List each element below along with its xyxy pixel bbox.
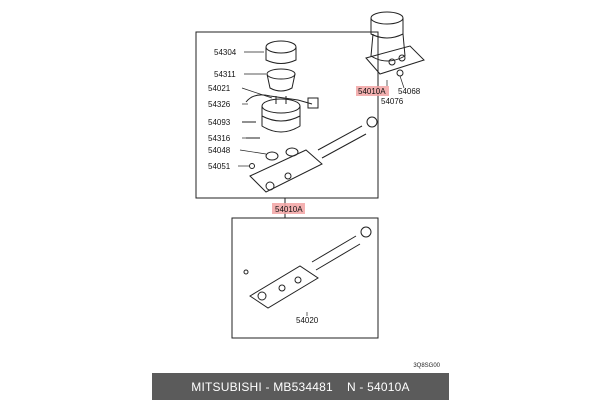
item-number: 54010A bbox=[367, 379, 410, 394]
reservoir-filter-drawing bbox=[266, 68, 296, 92]
assembly-frame bbox=[195, 31, 379, 199]
washer-54068-drawing bbox=[396, 69, 404, 77]
label-54068: 54068 bbox=[398, 87, 421, 96]
piston-kit-drawing bbox=[317, 116, 378, 159]
highlight-top bbox=[356, 86, 389, 96]
figure-code: 3Q8SG00 bbox=[413, 363, 440, 369]
separator: N - bbox=[332, 379, 368, 394]
piston-kit-bottom-drawing bbox=[311, 226, 372, 271]
hose-drawing bbox=[245, 94, 313, 105]
label-54311: 54311 bbox=[214, 70, 236, 79]
label-54010A-top: 54010A bbox=[358, 87, 386, 96]
label-54051: 54051 bbox=[208, 162, 231, 171]
separator: - bbox=[261, 379, 274, 394]
plug-54051-drawing bbox=[249, 163, 255, 169]
label-54021: 54021 bbox=[208, 84, 231, 93]
leader-lines bbox=[238, 51, 405, 316]
part-number: MB534481 bbox=[273, 379, 333, 394]
hose-fitting-drawing bbox=[307, 97, 319, 109]
label-54326: 54326 bbox=[208, 100, 231, 109]
parts-diagram: 54304 54311 54021 54326 54093 54316 5404… bbox=[195, 11, 425, 339]
subassembly-frame bbox=[231, 217, 379, 339]
master-cylinder-body-drawing bbox=[249, 149, 323, 193]
label-54010A-main: 54010A bbox=[275, 205, 303, 214]
part-info-bar: MITSUBISHI - MB534481 N - 54010A bbox=[152, 373, 449, 400]
assembled-master-cylinder-drawing bbox=[365, 11, 425, 75]
grommet-54048-drawing bbox=[265, 151, 279, 161]
label-54093: 54093 bbox=[208, 118, 231, 127]
reservoir-drawing bbox=[261, 96, 301, 133]
label-54316: 54316 bbox=[208, 134, 231, 143]
master-cylinder-housing-54020-drawing bbox=[243, 265, 319, 309]
brand-name: MITSUBISHI bbox=[191, 379, 262, 394]
label-54076: 54076 bbox=[381, 97, 404, 106]
label-54020: 54020 bbox=[296, 316, 319, 325]
highlight-main bbox=[272, 203, 305, 214]
label-54048: 54048 bbox=[208, 146, 231, 155]
reservoir-cap-drawing bbox=[265, 40, 297, 64]
label-54304: 54304 bbox=[214, 48, 237, 57]
